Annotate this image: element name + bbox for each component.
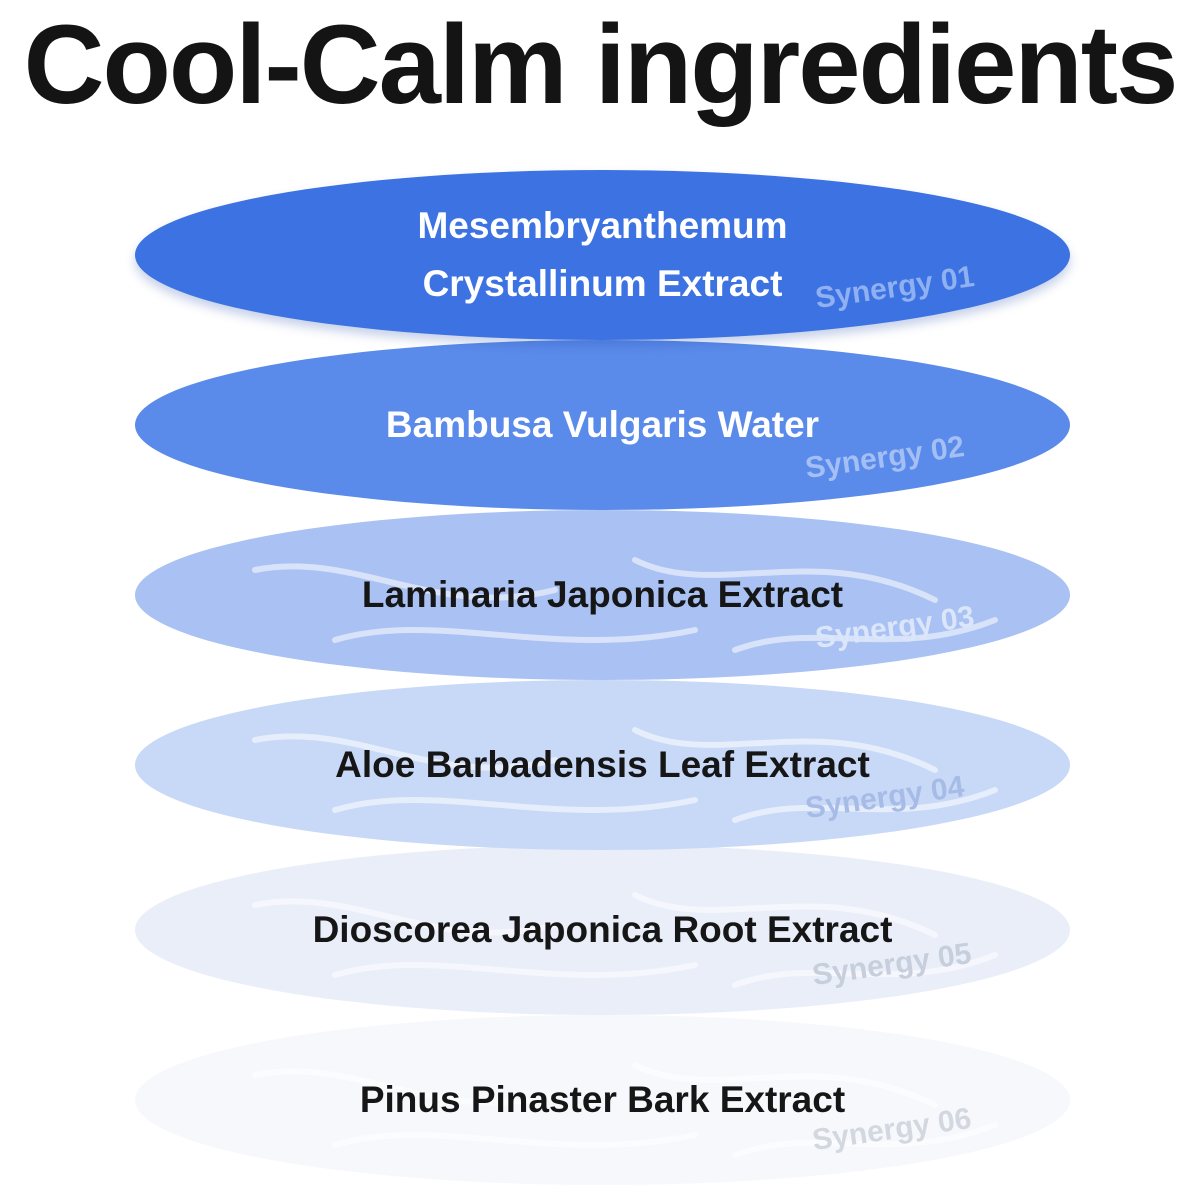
layer-synergy-02: Bambusa Vulgaris Water: [135, 340, 1070, 510]
ripple-stroke: [252, 1068, 558, 1106]
ripple-stroke: [632, 1062, 938, 1108]
layer-synergy-04: Aloe Barbadensis Leaf Extract: [135, 680, 1070, 850]
ingredient-label: Mesembryanthemum Crystallinum Extract: [135, 197, 1070, 313]
layer-synergy-03: Laminaria Japonica Extract: [135, 510, 1070, 680]
ingredient-label-line: Pinus Pinaster Bark Extract: [359, 1079, 846, 1120]
ripple-stroke: [332, 962, 698, 978]
ingredient-label-line: Laminaria Japonica Extract: [361, 574, 844, 615]
ingredient-label-line: Bambusa Vulgaris Water: [385, 404, 820, 445]
ripple-stroke: [732, 952, 998, 988]
ripple-stroke: [632, 727, 938, 773]
ripple-stroke: [252, 563, 558, 601]
layer-synergy-05: Dioscorea Japonica Root Extract: [135, 845, 1070, 1015]
ingredient-label: Pinus Pinaster Bark Extract: [135, 1071, 1070, 1129]
ripple-stroke: [632, 892, 938, 938]
ingredient-label: Laminaria Japonica Extract: [135, 566, 1070, 624]
ingredient-label-line: Aloe Barbadensis Leaf Extract: [335, 744, 870, 785]
ingredient-label: Dioscorea Japonica Root Extract: [135, 901, 1070, 959]
ripple-stroke: [252, 898, 558, 936]
ingredient-label-line: Crystallinum Extract: [422, 263, 783, 304]
water-texture: [252, 557, 998, 653]
page-title: Cool-Calm ingredients: [23, 2, 1179, 127]
ripple-stroke: [332, 627, 698, 643]
ripple-stroke: [332, 1132, 698, 1148]
water-texture: [252, 727, 998, 823]
ripple-stroke: [732, 787, 998, 823]
ripple-stroke: [252, 733, 558, 771]
ripple-stroke: [332, 797, 698, 813]
layer-synergy-01: Mesembryanthemum Crystallinum Extract: [135, 170, 1070, 340]
ripple-stroke: [632, 557, 938, 603]
ingredient-label-line: Mesembryanthemum: [417, 205, 788, 246]
water-texture: [252, 892, 998, 988]
ingredient-label: Bambusa Vulgaris Water: [135, 396, 1070, 454]
water-texture: [252, 1062, 998, 1158]
ripple-stroke: [732, 617, 998, 653]
ingredient-label-line: Dioscorea Japonica Root Extract: [312, 909, 893, 950]
layer-synergy-06: Pinus Pinaster Bark Extract: [135, 1015, 1070, 1185]
ingredient-label: Aloe Barbadensis Leaf Extract: [135, 736, 1070, 794]
ripple-stroke: [732, 1122, 998, 1158]
